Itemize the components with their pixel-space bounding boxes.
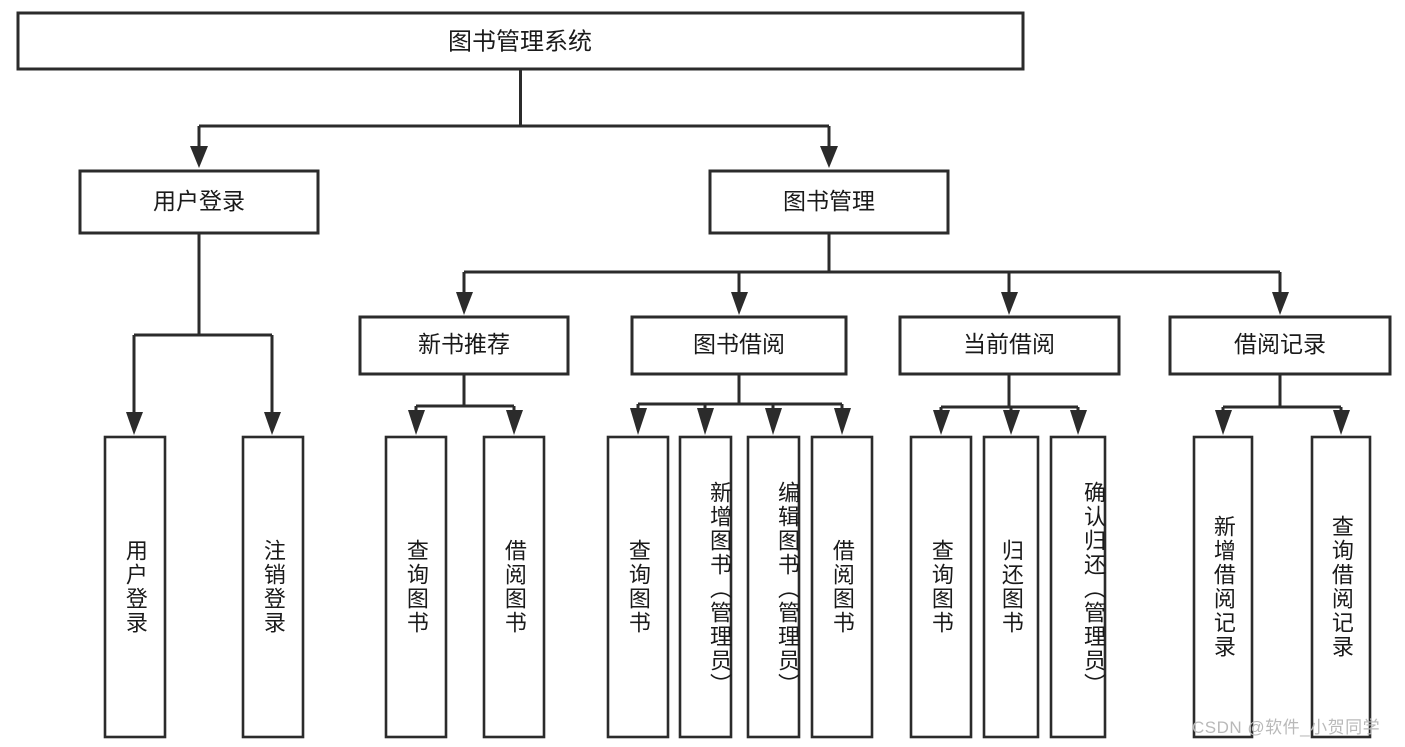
arrow-head-borrow-record <box>1272 292 1289 315</box>
arrow-head-leaf-query-borrow-record <box>1333 410 1350 435</box>
arrow-head-leaf-query-book-1 <box>408 410 425 435</box>
csdn-watermark: CSDN @软件_小贺同学 <box>1192 718 1381 737</box>
node-current-borrow-label: 当前借阅 <box>963 331 1055 357</box>
connector-group-root-to-level1 <box>190 69 838 168</box>
node-borrow-record-label: 借阅记录 <box>1234 331 1326 357</box>
connector-group-user-login-to-leaves <box>126 233 281 435</box>
connector-group-current-borrow-to-leaves <box>933 374 1087 435</box>
node-new-book-recommend[interactable]: 新书推荐 <box>358 315 570 376</box>
node-book-manage-box[interactable] <box>708 169 950 235</box>
node-book-borrow-box[interactable] <box>630 315 848 376</box>
arrow-head-user-login <box>190 146 208 168</box>
arrow-head-book-borrow <box>731 292 748 315</box>
node-leaf-return-book-box[interactable] <box>982 435 1040 739</box>
node-user-login-box[interactable] <box>78 169 320 235</box>
node-book-manage-label: 图书管理 <box>783 188 875 214</box>
arrow-head-leaf-confirm-return-admin <box>1070 410 1087 435</box>
node-book-borrow-label: 图书借阅 <box>693 331 785 357</box>
node-user-login-label: 用户登录 <box>153 188 245 214</box>
arrow-head-leaf-borrow-book-2 <box>834 408 851 435</box>
node-leaf-confirm-return-admin-box[interactable] <box>1049 435 1107 739</box>
node-new-book-recommend-label: 新书推荐 <box>418 331 510 357</box>
node-root[interactable]: 图书管理系统 <box>16 11 1025 71</box>
arrow-head-new-book-recommend <box>456 292 473 315</box>
arrow-head-book-manage <box>820 146 838 168</box>
node-leaf-edit-book-admin-box[interactable] <box>746 435 801 739</box>
connector-group-book-manage-to-level2 <box>456 233 1289 315</box>
node-leaf-add-book-admin-box[interactable] <box>678 435 733 739</box>
node-leaf-user-login-box[interactable] <box>103 435 167 739</box>
node-borrow-record[interactable]: 借阅记录 <box>1168 315 1392 376</box>
node-root-label: 图书管理系统 <box>448 28 592 55</box>
node-leaf-add-borrow-record-box[interactable] <box>1192 435 1254 739</box>
arrow-head-leaf-add-book-admin <box>697 408 714 435</box>
connector-group-book-borrow-to-leaves <box>630 374 851 435</box>
node-leaf-borrow-book-2-box[interactable] <box>810 435 874 739</box>
node-leaf-query-book-3-box[interactable] <box>909 435 973 739</box>
node-leaf-query-book-2-box[interactable] <box>606 435 670 739</box>
node-current-borrow-box[interactable] <box>898 315 1121 376</box>
connector-group-borrow-record-to-leaves <box>1215 374 1350 435</box>
arrow-head-leaf-add-borrow-record <box>1215 410 1232 435</box>
arrow-head-leaf-borrow-book-1 <box>506 410 523 435</box>
arrow-head-leaf-query-book-3 <box>933 410 950 435</box>
node-root-box[interactable] <box>16 11 1025 71</box>
arrow-head-leaf-user-login <box>126 412 143 435</box>
node-borrow-record-box[interactable] <box>1168 315 1392 376</box>
node-leaf-user-logout-box[interactable] <box>241 435 305 739</box>
arrow-head-leaf-edit-book-admin <box>765 408 782 435</box>
node-leaf-query-book-1-box[interactable] <box>384 435 448 739</box>
arrow-head-leaf-query-book-2 <box>630 408 647 435</box>
node-leaf-borrow-book-1-box[interactable] <box>482 435 546 739</box>
node-new-book-recommend-box[interactable] <box>358 315 570 376</box>
connector-group-new-book-recommend-to-leaves <box>408 374 523 435</box>
arrow-head-current-borrow <box>1001 292 1018 315</box>
node-book-borrow[interactable]: 图书借阅 <box>630 315 848 376</box>
node-book-manage[interactable]: 图书管理 <box>708 169 950 235</box>
node-user-login[interactable]: 用户登录 <box>78 169 320 235</box>
node-current-borrow[interactable]: 当前借阅 <box>898 315 1121 376</box>
arrow-head-leaf-return-book <box>1003 410 1020 435</box>
node-leaf-query-borrow-record-box[interactable] <box>1310 435 1372 739</box>
arrow-head-leaf-user-logout <box>264 412 281 435</box>
